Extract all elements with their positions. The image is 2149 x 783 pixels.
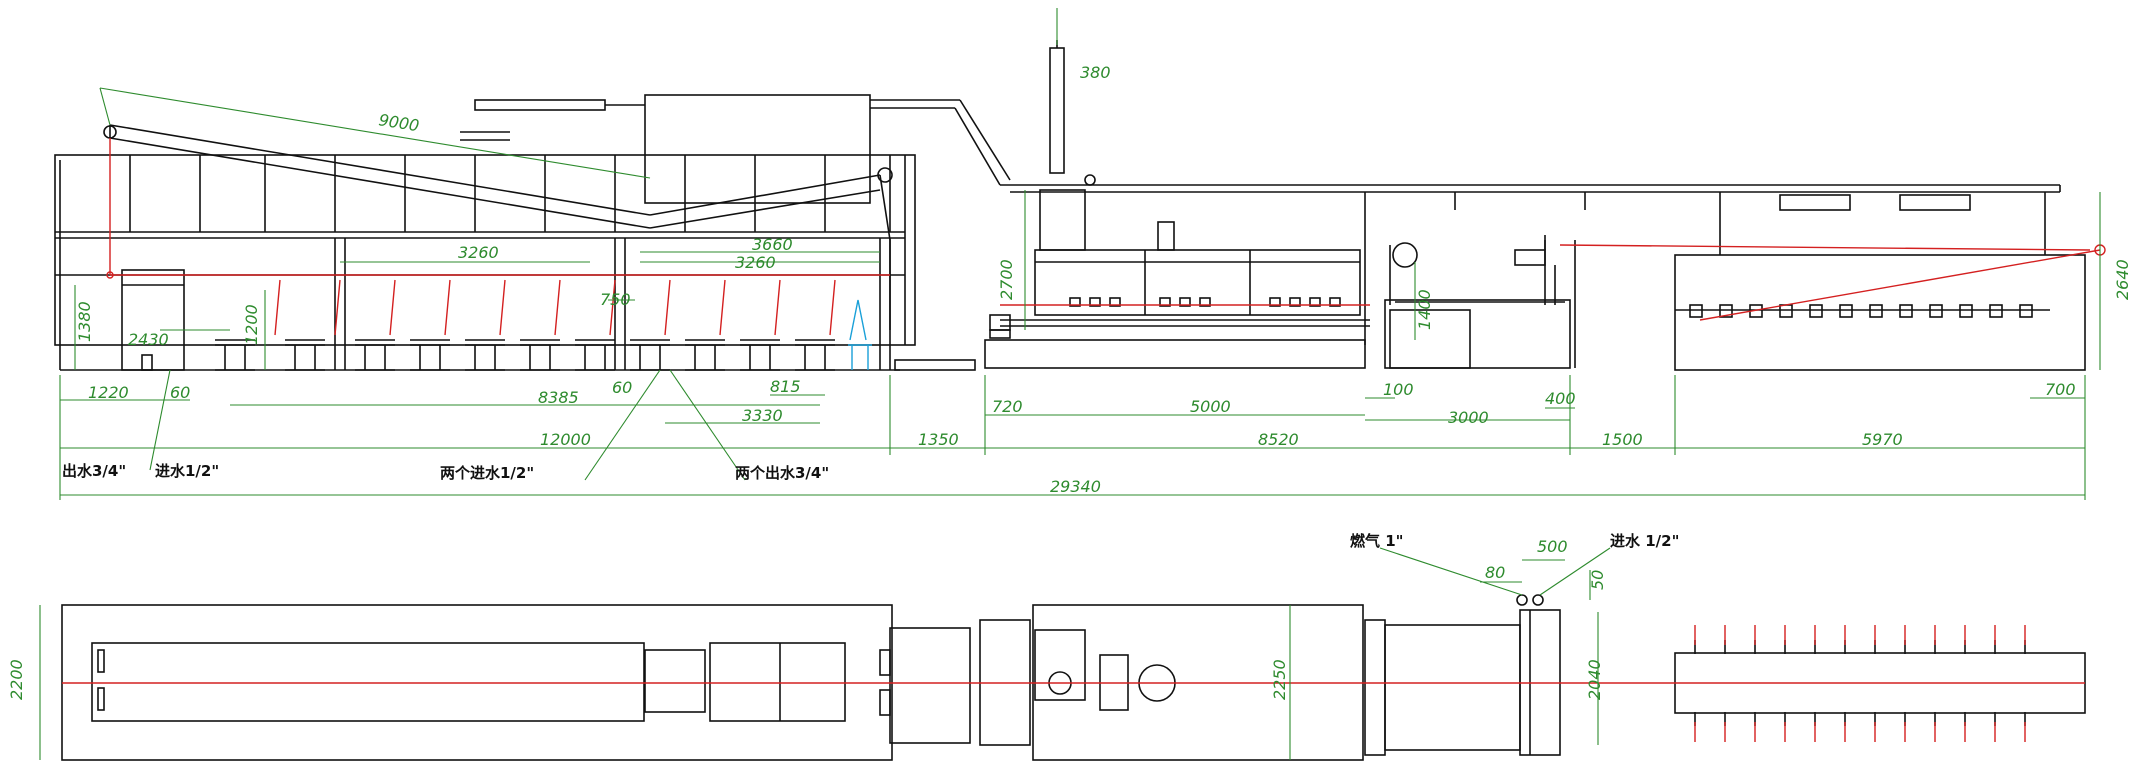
dim-tail-height: 2640 [2113,259,2132,300]
dim-seg-3000: 3000 [1448,408,1489,427]
fryer-oven [894,192,1370,371]
dim-section-8520: 8520 [1258,430,1299,449]
dim-span-720: 720 [992,397,1023,416]
dim-tail-700: 700 [2045,380,2076,399]
note-gas: 燃气 1" [1350,532,1403,550]
dim-gap-400: 400 [1545,389,1576,408]
dim-tank-width: 2430 [128,330,169,349]
dim-small-gap: 750 [600,290,631,309]
elevation-dimension-lines [59,8,2101,500]
dim-pipe-gap-50: 50 [1588,570,1607,590]
dim-stack-height: 380 [1080,63,1111,82]
dim-section-1500: 1500 [1602,430,1643,449]
dim-left-offset: 1220 [88,383,129,402]
plan-dimension-labels: 2200 2250 2040 80 500 50 燃气 1" 进水 1/2" [7,532,1679,700]
dim-inner-span-b: 3660 [752,235,793,254]
plan-dimension-lines [39,547,1611,760]
note-water: 进水 1/2" [1610,532,1679,550]
pipe-notes: 出水3/4" 进水1/2" 两个进水1/2" 两个出水3/4" [62,462,829,482]
dim-section-5970: 5970 [1862,430,1903,449]
dim-gap-100: 100 [1383,380,1414,399]
note-hot-inlet: 两个进水1/2" [440,464,534,482]
dim-hood-height: 2700 [997,259,1016,300]
note-inlet: 进水1/2" [155,462,219,480]
elevation-centerlines [106,138,2106,336]
dim-rack-span: 8385 [538,388,579,407]
tail-conveyor [1454,192,2086,371]
dim-tank-height: 1380 [75,301,94,342]
dim-pipe-gap-80: 80 [1485,563,1505,582]
dim-width-right: 2040 [1585,659,1604,700]
cooling-unit [1384,235,1576,369]
elevation-view [54,40,2086,371]
dim-conveyor-length: 9000 [377,110,420,135]
dim-pipe-gap-500: 500 [1537,537,1568,556]
inclined-conveyor [103,124,893,330]
dim-inner-span-c: 3260 [735,253,776,272]
dim-width-mid: 2250 [1270,659,1289,700]
dim-pitch: 815 [770,377,801,396]
dim-section-1350: 1350 [918,430,959,449]
dim-width-left: 2200 [7,659,26,700]
plan-view [61,594,2086,761]
upper-platform [460,94,2061,204]
dim-hopper-height: 1400 [1415,289,1434,330]
plan-centerlines [62,625,2085,742]
elevation-dimension-labels: 9000 380 3260 3660 3260 2700 1380 2430 1… [75,63,2132,496]
dim-pipe-offset: 60 [170,383,190,402]
dim-span-3330: 3330 [742,406,783,425]
hanging-racks [215,339,835,371]
note-hot-drain: 两个出水3/4" [735,464,829,482]
dim-inner-span-a: 3260 [458,243,499,262]
dim-pipe-gap: 60 [612,378,632,397]
dim-overall: 29340 [1050,477,1101,496]
dim-section-12000: 12000 [540,430,591,449]
blue-rack-accent [848,299,872,370]
dip-tank [121,269,185,371]
note-drain: 出水3/4" [62,462,126,480]
dim-rack-height: 1200 [242,304,261,345]
dim-oven-length: 5000 [1190,397,1231,416]
